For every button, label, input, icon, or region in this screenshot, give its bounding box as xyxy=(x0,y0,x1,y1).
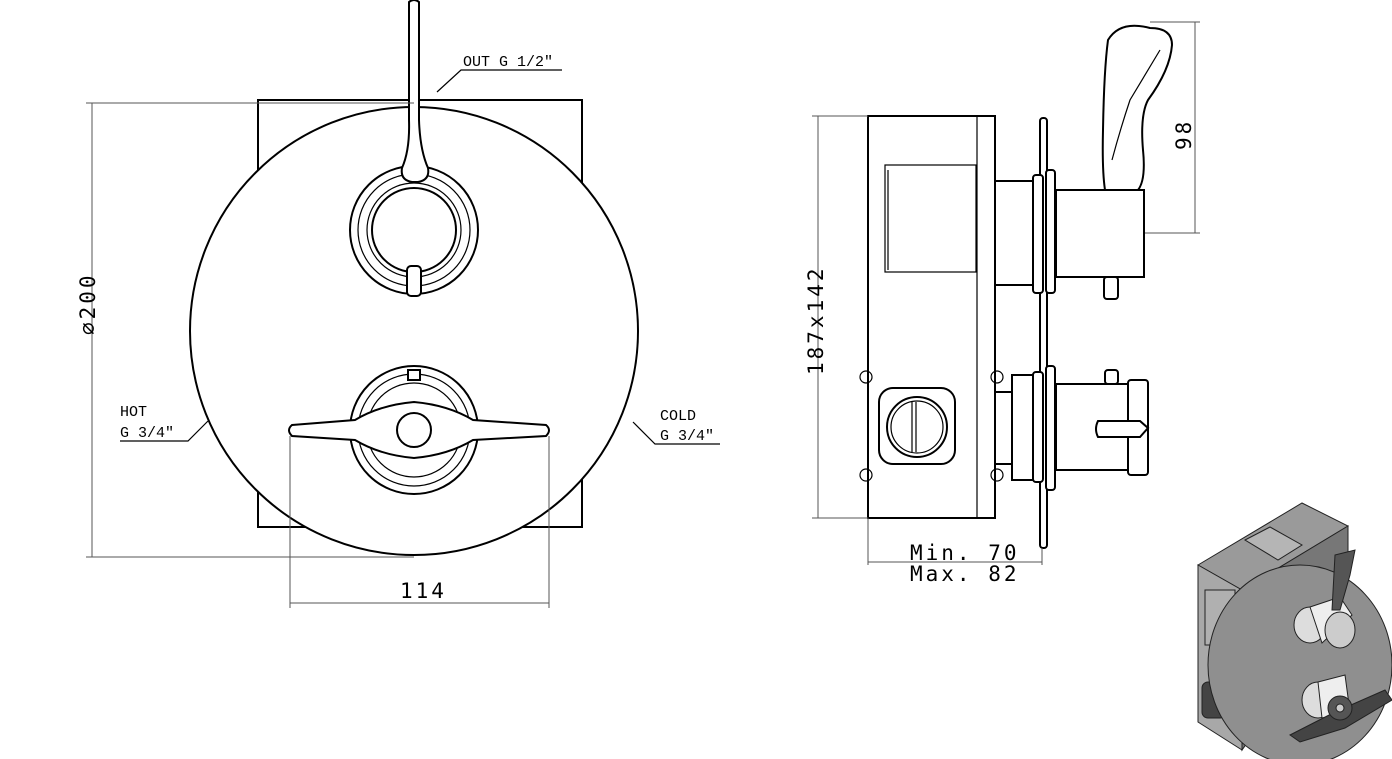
diameter-dimension: ⌀200 xyxy=(76,272,100,335)
side-lever xyxy=(1101,24,1174,191)
depth-max-dimension: Max. 82 xyxy=(910,562,1020,586)
depth-min-dimension: Min. 70 xyxy=(910,541,1020,565)
hot-label: HOT xyxy=(120,404,147,421)
outlet-label: OUT G 1/2" xyxy=(463,54,553,71)
hot-thread-label: G 3/4" xyxy=(120,425,174,442)
side-view: 187x142 Min. 70 Max. 82 98 xyxy=(804,21,1200,586)
handle-height-dimension: 98 xyxy=(1172,119,1196,150)
thermostat-knob xyxy=(288,365,550,495)
box-size-dimension: 187x142 xyxy=(804,265,828,375)
diverter-knob xyxy=(349,0,479,297)
cold-label: COLD xyxy=(660,408,696,425)
front-view: ⌀200 114 OUT G 1/2" HOT G 3/4" COLD G 3/… xyxy=(76,0,720,608)
spacing-dimension: 114 xyxy=(400,579,447,603)
cold-thread-label: G 3/4" xyxy=(660,428,714,445)
diverter-lever xyxy=(400,0,430,183)
isometric-render xyxy=(1197,502,1392,759)
diverter-body xyxy=(1055,189,1145,278)
